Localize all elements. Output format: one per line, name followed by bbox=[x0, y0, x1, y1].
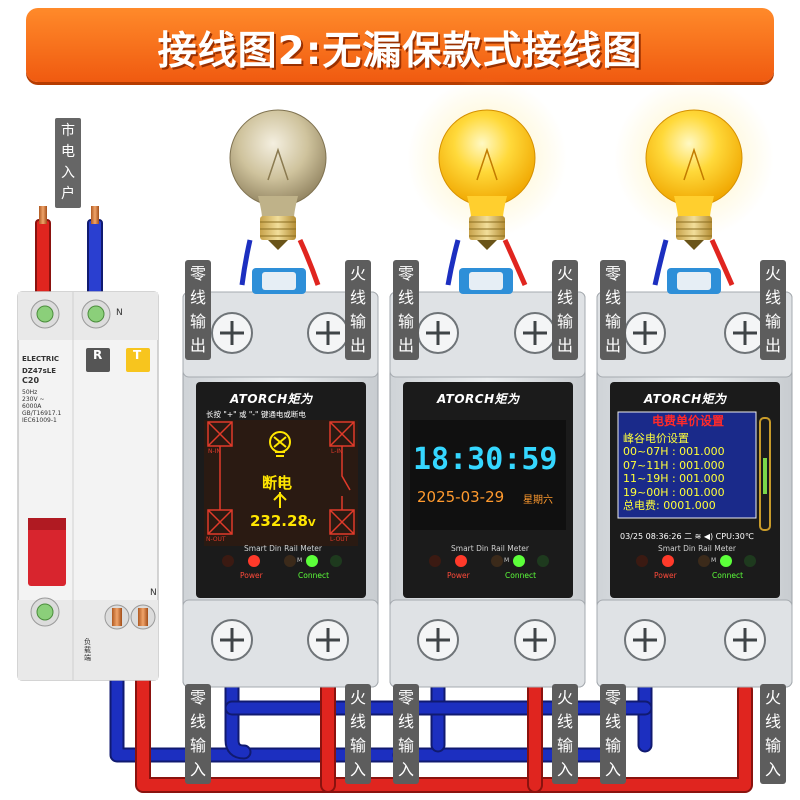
meter-1-voltage: 232.28 bbox=[250, 512, 308, 530]
meter-2-brand: ATORCH矩为 bbox=[437, 392, 520, 406]
meter-1-brand: ATORCH矩为 bbox=[230, 392, 313, 406]
meter-1-subtitle: Smart Din Rail Meter bbox=[244, 544, 322, 553]
meter-2-date: 2025-03-29 bbox=[417, 488, 505, 506]
neutral-input-label: 零线 输入 bbox=[185, 684, 211, 784]
meter-3-heading: 电费单价设置 bbox=[652, 414, 725, 428]
neutral-input-label: 零线 输入 bbox=[600, 684, 626, 784]
meter-3-status-bar: 03/25 08:36:26 二 ≋ ◀) CPU:30℃ bbox=[620, 532, 754, 541]
breaker-brand: ELECTRIC bbox=[22, 355, 60, 363]
terminal-screws bbox=[211, 312, 766, 661]
meter-1-l-out: L-OUT bbox=[330, 536, 349, 543]
live-output-label: 火线 输出 bbox=[760, 260, 786, 360]
meter-3-m-label: M bbox=[711, 557, 717, 564]
meter-2-screen bbox=[410, 420, 566, 530]
neutral-output-label: 零线 输出 bbox=[393, 260, 419, 360]
live-wire-bottom bbox=[135, 617, 753, 793]
meter-2-weekday: 星期六 bbox=[523, 495, 553, 506]
live-input-label: 火线 输入 bbox=[345, 684, 371, 784]
mains-input-wires bbox=[35, 206, 103, 311]
meter-1-power-label: Power bbox=[240, 571, 263, 580]
breaker-model: DZ47sLE bbox=[22, 367, 57, 375]
neutral-input-label: 零线 输入 bbox=[393, 684, 419, 784]
meter-3-subheading: 峰谷电价设置 bbox=[623, 432, 689, 445]
meter-1-l-in: L-IN bbox=[331, 448, 343, 455]
meter-2-power-label: Power bbox=[447, 571, 470, 580]
neutral-output-label: 零线 输出 bbox=[600, 260, 626, 360]
breaker-neutral-mark: N bbox=[116, 308, 123, 318]
status-leds bbox=[222, 555, 756, 567]
live-input-label: 火线 输入 bbox=[760, 684, 786, 784]
tariff-total: 总电费: 0001.000 bbox=[623, 499, 716, 512]
meter-1-status: 断电 bbox=[262, 474, 293, 492]
circuit-breaker bbox=[17, 291, 159, 681]
breaker-rating: C20 bbox=[22, 376, 40, 385]
meter-3-power-label: Power bbox=[654, 571, 677, 580]
tariff-row: 11~19H : 001.000 bbox=[623, 472, 725, 485]
bulb-on-icon bbox=[407, 78, 567, 250]
meter-2-subtitle: Smart Din Rail Meter bbox=[451, 544, 529, 553]
breaker-load-text: 负载端 bbox=[84, 638, 91, 662]
meter-1-hint: 长按 "+" 或 "-" 键通电或断电 bbox=[206, 410, 306, 419]
diagram-title: 接线图2:无漏保款式接线图 bbox=[157, 29, 643, 74]
meter-1-bulb-icon bbox=[269, 431, 291, 457]
meter-1-n-out: N-OUT bbox=[206, 536, 226, 543]
meter-3-brand: ATORCH矩为 bbox=[644, 392, 727, 406]
live-output-label: 火线 输出 bbox=[552, 260, 578, 360]
meter-1-m-label: M bbox=[297, 557, 303, 564]
bulb-on-icon bbox=[614, 78, 774, 250]
breaker-t-key: T bbox=[133, 348, 142, 362]
bulb-connectors bbox=[239, 238, 735, 294]
meter-2-clock: 18:30:59 bbox=[413, 442, 558, 477]
title-banner: 接线图2:无漏保款式接线图 bbox=[26, 8, 774, 82]
meter-3-connect-label: Connect bbox=[712, 571, 744, 580]
meter-2-connect-label: Connect bbox=[505, 571, 537, 580]
tariff-row: 19~00H : 001.000 bbox=[623, 485, 725, 499]
meter-1-connect-label: Connect bbox=[298, 571, 330, 580]
tariff-row: 07~11H : 001.000 bbox=[623, 458, 725, 472]
meter-2-m-label: M bbox=[504, 557, 510, 564]
live-input-label: 火线 输入 bbox=[552, 684, 578, 784]
meter-1-voltage-unit: V bbox=[307, 518, 316, 529]
neutral-output-label: 零线 输出 bbox=[185, 260, 211, 360]
meter-3-screen bbox=[617, 411, 771, 531]
tariff-row: 00~07H : 001.000 bbox=[623, 445, 725, 458]
meter-1-n-in: N-IN bbox=[208, 448, 221, 455]
bulb-off-icon bbox=[229, 109, 327, 250]
live-output-label: 火线 输出 bbox=[345, 260, 371, 360]
breaker-r-key: R bbox=[93, 348, 103, 362]
meter-3-subtitle: Smart Din Rail Meter bbox=[658, 544, 736, 553]
mains-input-label: 市电 入户 bbox=[55, 118, 81, 208]
breaker-neutral-mark-bottom: N bbox=[150, 588, 157, 598]
meter-1-voltage-row: 232.28V bbox=[250, 512, 316, 530]
meter-3-tariff-list: 00~07H : 001.000 07~11H : 001.000 11~19H… bbox=[623, 445, 725, 513]
